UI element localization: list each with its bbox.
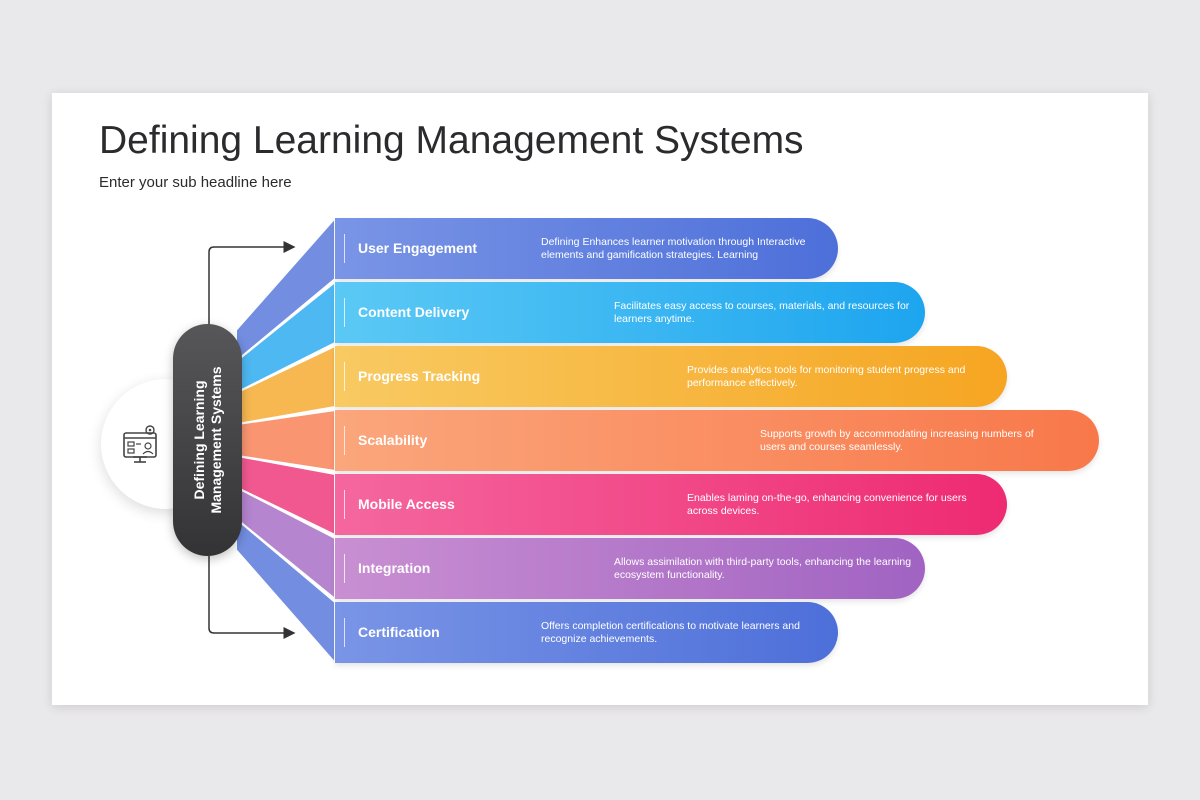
bar-progress-tracking: Progress Tracking Provides analytics too… <box>335 346 1007 407</box>
bar-divider <box>344 554 345 583</box>
hub-label-line-1: Defining Learning <box>190 380 207 500</box>
bar-description: Defining Enhances learner motivation thr… <box>541 236 806 261</box>
slide-title: Defining Learning Management Systems <box>99 119 804 162</box>
bar-description: Allows assimilation with third-party too… <box>614 556 912 581</box>
bar-label: Mobile Access <box>358 496 455 512</box>
bar-divider <box>344 618 345 647</box>
bar-label: User Engagement <box>358 240 478 256</box>
bar-divider <box>344 426 345 455</box>
bar-label: Progress Tracking <box>358 368 481 384</box>
bar-content-delivery: Content Delivery Facilitates easy access… <box>335 282 925 343</box>
central-hub-pill: Defining Learning Management Systems <box>173 324 242 556</box>
bar-description: Facilitates easy access to courses, mate… <box>614 300 910 325</box>
bar-description: Provides analytics tools for monitoring … <box>687 364 966 389</box>
lms-dashboard-icon <box>123 425 157 463</box>
bar-integration: Integration Allows assimilation with thi… <box>335 538 925 599</box>
bar-scalability: Scalability Supports growth by accommoda… <box>335 410 1099 471</box>
hub-label-line-2: Management Systems <box>207 366 224 514</box>
bar-description: Enables laming on-the-go, enhancing conv… <box>687 492 967 517</box>
bar-divider <box>344 234 345 263</box>
bar-description: Supports growth by accommodating increas… <box>760 428 1034 453</box>
bar-user-engagement: User Engagement Defining Enhances learne… <box>335 218 838 279</box>
top-arrow-connector <box>208 241 296 326</box>
slide-subtitle: Enter your sub headline here <box>99 174 292 191</box>
hub-label: Defining Learning Management Systems <box>191 330 225 550</box>
bar-divider <box>344 490 345 519</box>
bar-label: Scalability <box>358 432 428 448</box>
bar-mobile-access: Mobile Access Enables laming on-the-go, … <box>335 474 1007 535</box>
bar-label: Certification <box>358 624 440 640</box>
bar-label: Content Delivery <box>358 304 470 320</box>
bar-label: Integration <box>358 560 431 576</box>
bar-certification: Certification Offers completion certific… <box>335 602 838 663</box>
bar-description: Offers completion certifications to moti… <box>541 620 800 645</box>
bottom-arrow-connector <box>208 556 296 639</box>
bar-divider <box>344 298 345 327</box>
bar-divider <box>344 362 345 391</box>
